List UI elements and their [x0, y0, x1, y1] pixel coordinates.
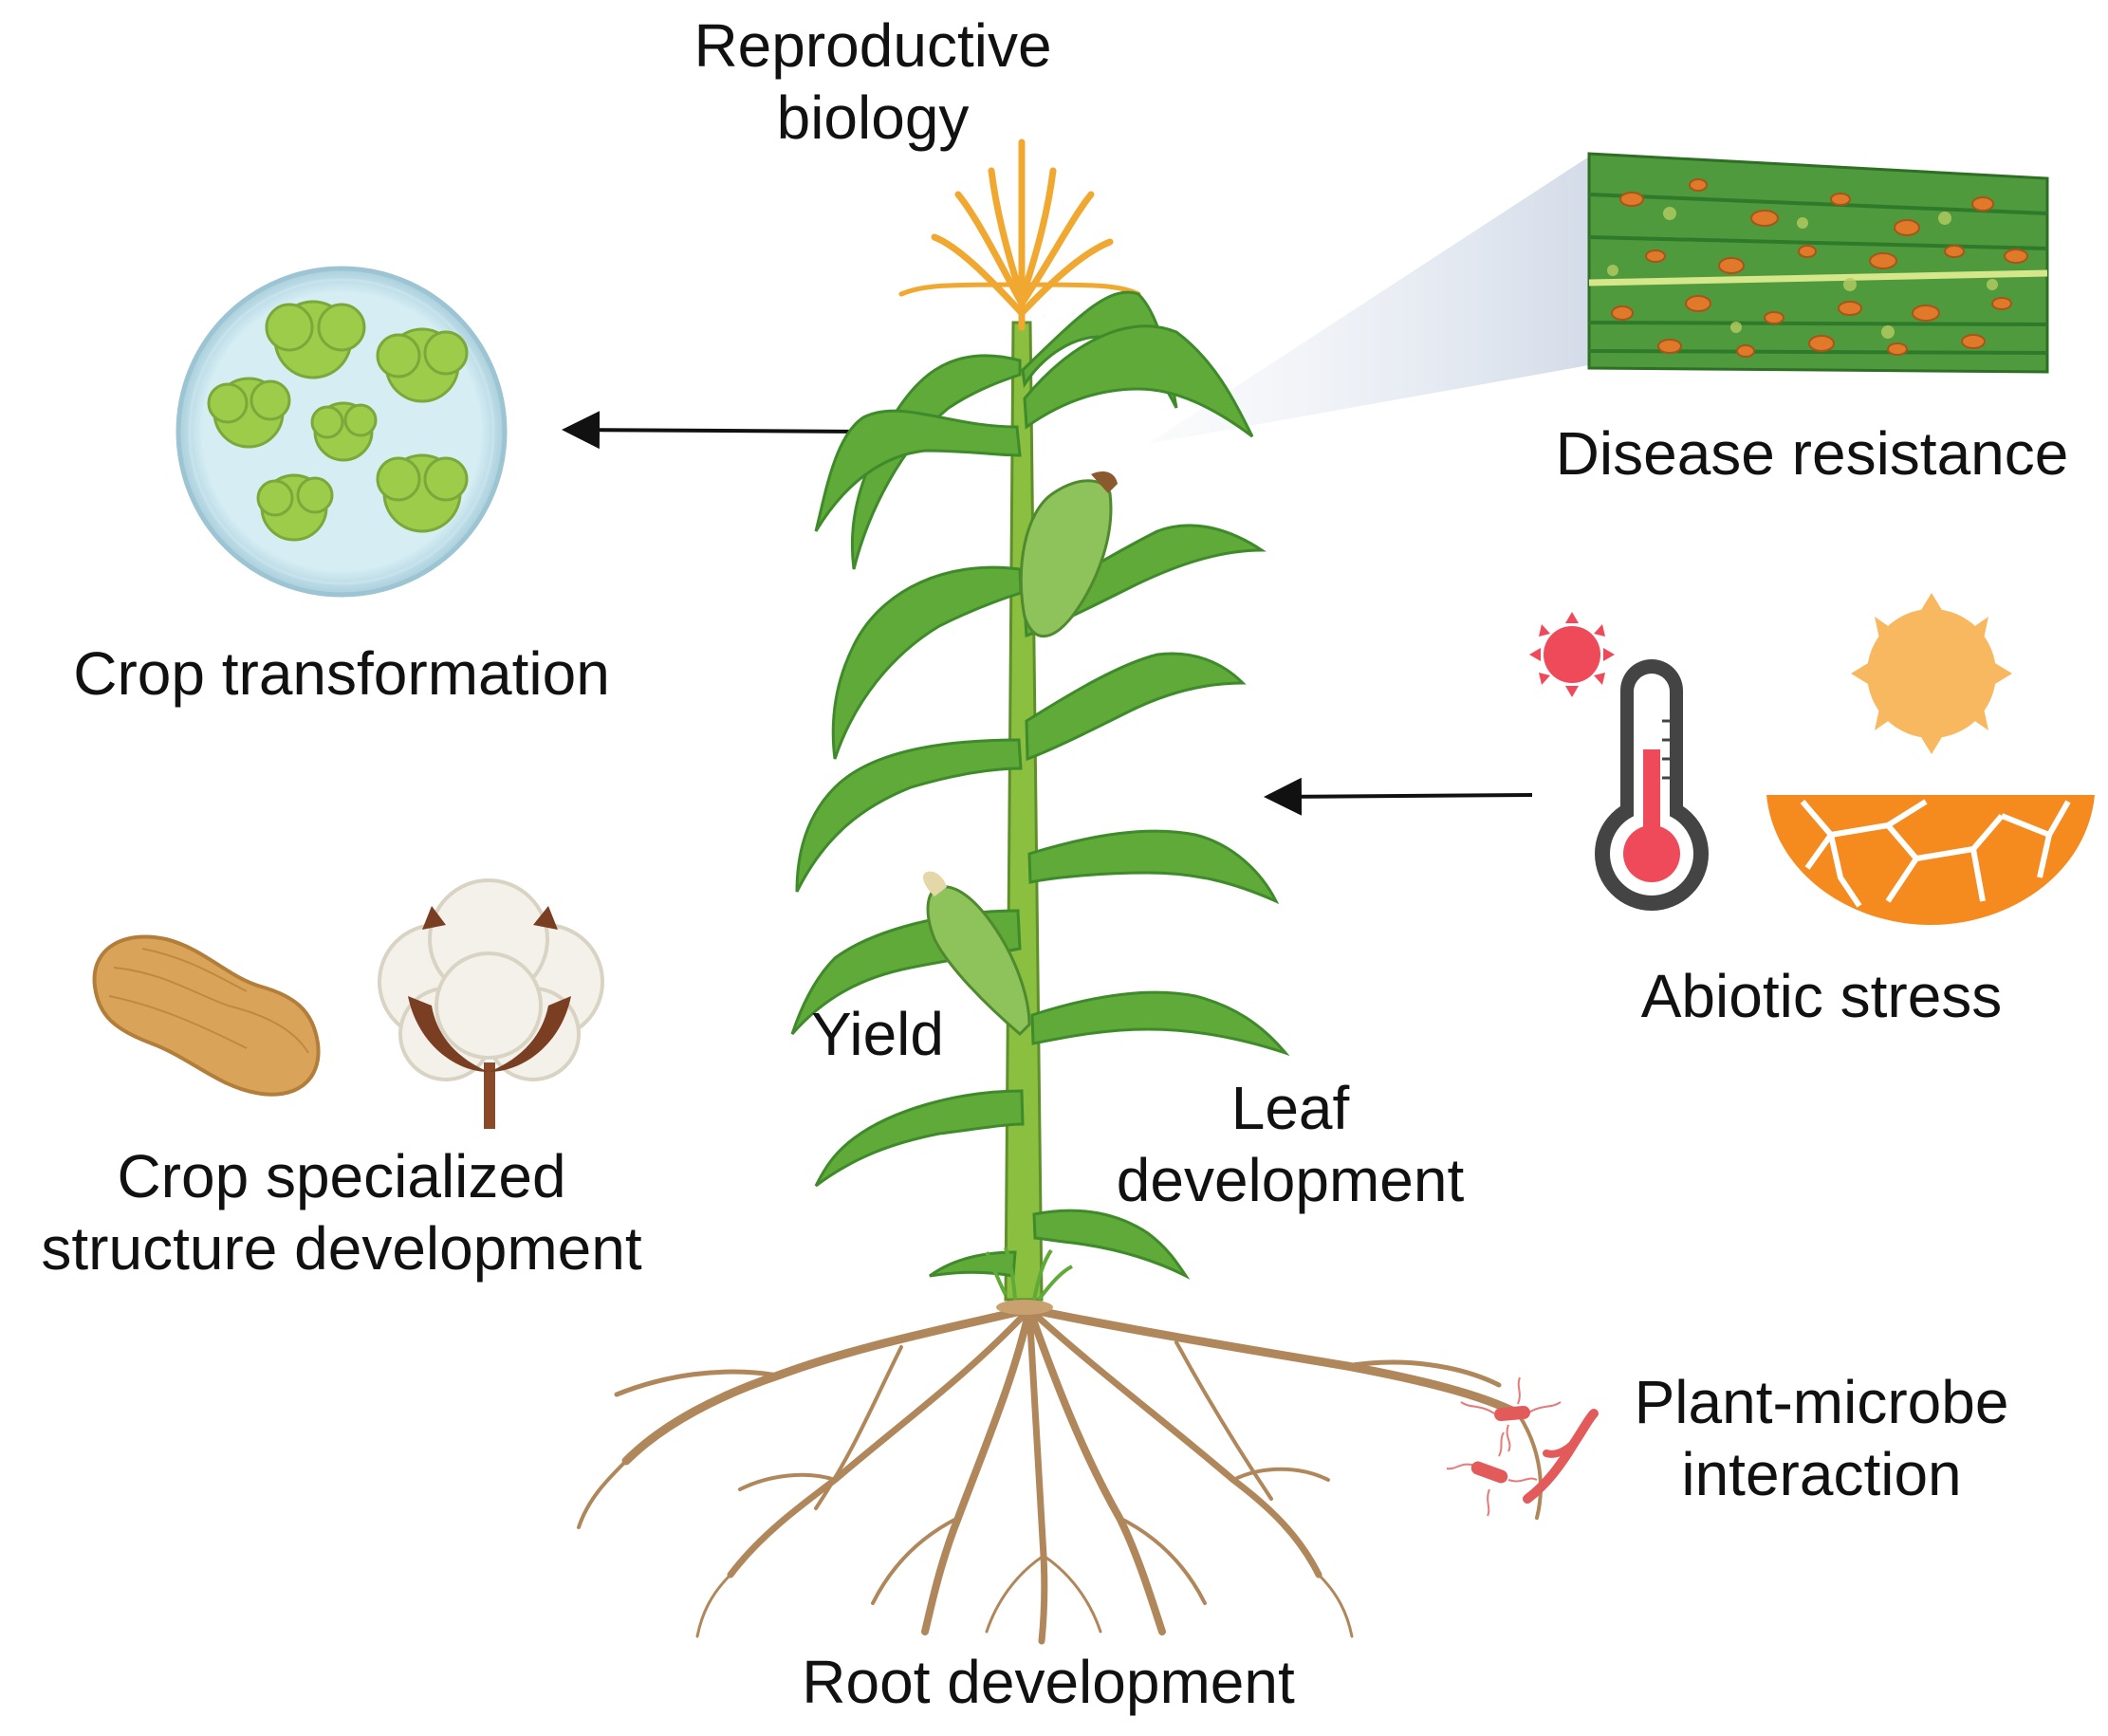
label-plant-microbe-interaction: Plant-microbe interaction	[1634, 1368, 2009, 1508]
tassel-icon	[898, 139, 1141, 331]
label-abiotic-stress: Abiotic stress	[1640, 962, 2003, 1030]
diseased-leaf-icon	[1587, 152, 2049, 374]
arrow-to-transformation	[562, 411, 869, 450]
label-root-development: Root development	[802, 1648, 1295, 1716]
label-crop-transformation: Crop transformation	[73, 639, 610, 708]
callus-icon	[207, 300, 469, 542]
label-disease-resistance: Disease resistance	[1555, 419, 2069, 488]
peanut-icon	[92, 934, 321, 1097]
petri-dish-icon	[176, 266, 508, 598]
zoom-beam	[1148, 157, 1589, 444]
label-crop-specialized-structure-development: Crop specialized structure development	[41, 1142, 642, 1283]
cotton-boll-icon	[378, 878, 604, 1129]
label-yield: Yield	[811, 1000, 944, 1068]
thermometer-icon	[1595, 659, 1709, 911]
sun-icon	[1851, 593, 2012, 754]
label-leaf-development: Leaf development	[1116, 1074, 1465, 1214]
maize-plant-icon	[790, 139, 1290, 1315]
heat-sun-icon	[1529, 612, 1615, 697]
arrow-from-abiotic	[1264, 777, 1533, 816]
label-reproductive-biology: Reproductive biology	[693, 11, 1052, 152]
cracked-soil-icon	[1766, 795, 2095, 925]
root-system-icon	[577, 1304, 1543, 1645]
corn-ear-icon	[923, 471, 1118, 1037]
bacteria-icon	[1446, 1376, 1599, 1517]
